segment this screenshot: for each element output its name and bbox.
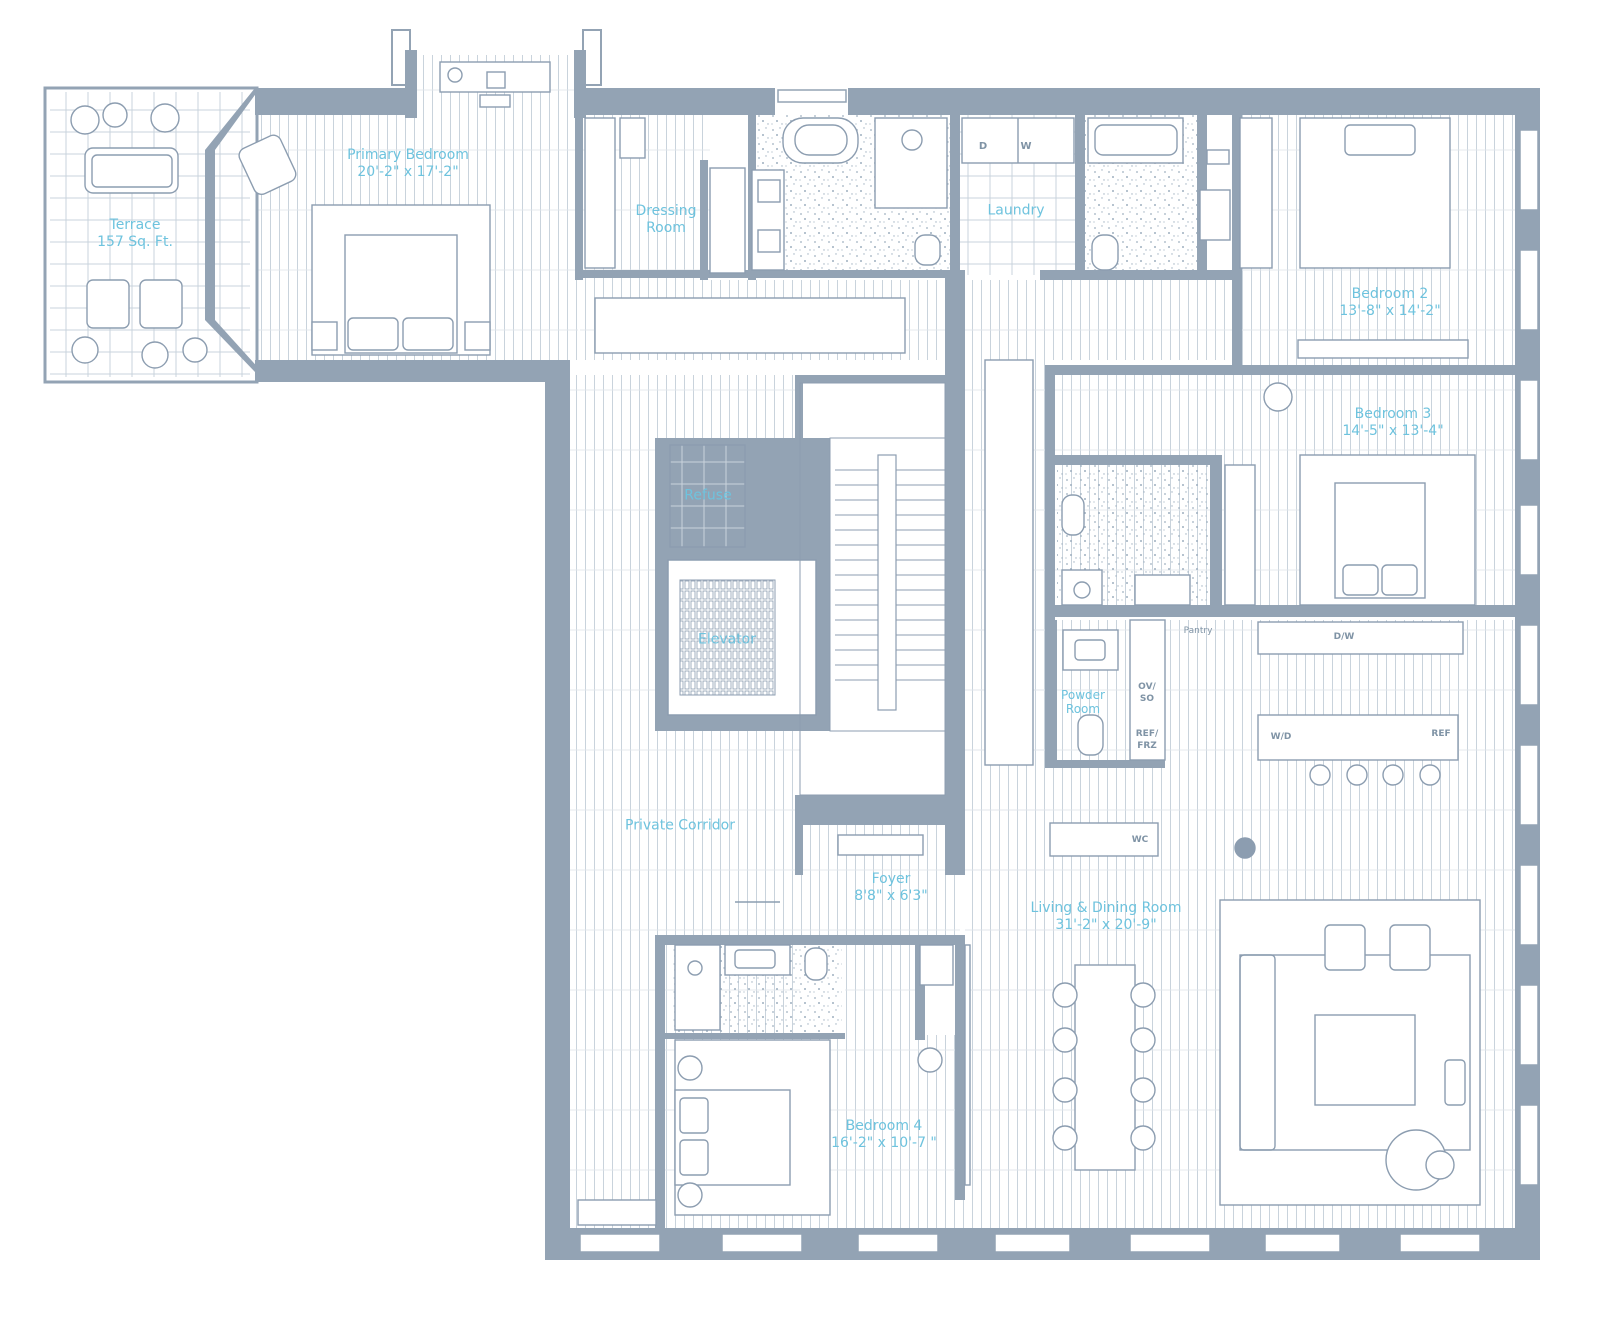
wc-text: WC [1131, 835, 1149, 845]
private-corridor-label: Private Corridor [625, 818, 735, 835]
ref-text: REF [1431, 729, 1451, 739]
laundry-name: Laundry [987, 202, 1045, 219]
bedroom-3-label: Bedroom 3 14'-5" x 13'-4" [1342, 406, 1443, 440]
primary-bedroom-label: Primary Bedroom 20'-2" x 17'-2" [347, 147, 469, 181]
pantry-text: Pantry [1183, 626, 1213, 636]
living-dining-label: Living & Dining Room 31'-2" x 20'-9" [1031, 900, 1182, 934]
living-dining-name: Living & Dining Room [1030, 900, 1182, 916]
terrace-label: Terrace 157 Sq. Ft. [97, 217, 173, 251]
dressing-room-line2: Room [646, 220, 686, 236]
refuse-label: Refuse [684, 488, 731, 505]
building-core [667, 382, 946, 796]
bedroom-3-name: Bedroom 3 [1354, 406, 1432, 422]
dressing-room-line1: Dressing [635, 203, 697, 219]
oven-line2: SO [1139, 694, 1155, 704]
bedroom-2-label: Bedroom 2 13'-8" x 14'-2" [1339, 286, 1440, 320]
fixtures [70, 61, 1481, 1226]
pantry-tag: Pantry [1184, 625, 1213, 637]
elevator-label: Elevator [698, 632, 756, 649]
dryer-text: D [978, 141, 988, 152]
oven-line1: OV/ [1138, 682, 1156, 692]
wc-tag: WC [1132, 834, 1149, 846]
living-dining-size: 31'-2" x 20'-9" [1055, 917, 1157, 933]
washer-text: W [1020, 141, 1032, 152]
dryer-tag: D [979, 141, 987, 153]
ref-line1: REF/ [1135, 729, 1159, 739]
primary-bedroom-name: Primary Bedroom [347, 147, 469, 163]
refuse-name: Refuse [684, 487, 732, 504]
bedroom-3-size: 14'-5" x 13'-4" [1342, 423, 1444, 439]
wine-tag: W/D [1271, 731, 1292, 743]
ref-line2: FRZ [1137, 741, 1157, 751]
powder-room-label: Powder Room [1061, 688, 1105, 716]
dishwasher-text: D/W [1333, 632, 1355, 642]
dishwasher-tag: D/W [1334, 631, 1355, 643]
ref-tag: REF [1431, 728, 1450, 740]
refrigerator-freezer-tag: REF/ FRZ [1136, 728, 1159, 752]
terrace-size: 157 Sq. Ft. [97, 234, 173, 250]
bedroom-4-label: Bedroom 4 16'-2" x 10'-7 " [831, 1118, 937, 1152]
foyer-name: Foyer [871, 871, 911, 887]
private-corridor-name: Private Corridor [625, 817, 735, 834]
oven-tag: OV/ SO [1138, 681, 1156, 705]
washer-tag: W [1020, 141, 1031, 153]
foyer-label: Foyer 8'8" x 6'3" [854, 871, 927, 905]
foyer-size: 8'8" x 6'3" [854, 888, 928, 904]
primary-bedroom-size: 20'-2" x 17'-2" [357, 164, 459, 180]
laundry-label: Laundry [987, 203, 1044, 220]
terrace-name: Terrace [109, 217, 161, 233]
elevator-name: Elevator [697, 631, 757, 648]
bedroom-2-size: 13'-8" x 14'-2" [1339, 303, 1441, 319]
bedroom-2-name: Bedroom 2 [1351, 286, 1429, 302]
dressing-room-label: Dressing Room [635, 203, 696, 237]
powder-room-line1: Powder [1061, 688, 1105, 702]
wine-text: W/D [1270, 732, 1292, 742]
bedroom-4-name: Bedroom 4 [845, 1118, 923, 1134]
powder-room-line2: Room [1065, 702, 1101, 716]
bedroom-4-size: 16'-2" x 10'-7 " [831, 1135, 937, 1151]
bedroom-4-closet-floor [845, 940, 915, 1040]
